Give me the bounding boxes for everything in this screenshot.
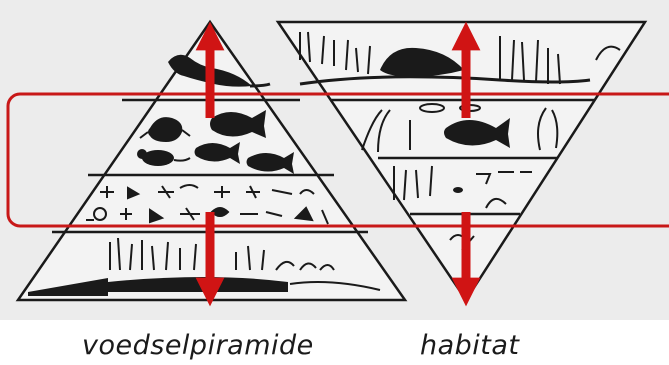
caption-food-pyramid: voedselpiramide [82, 330, 314, 361]
caption-habitat: habitat [420, 330, 520, 361]
insect-icon [453, 187, 463, 193]
diagram-canvas [0, 0, 669, 320]
diagram-svg [0, 0, 669, 320]
